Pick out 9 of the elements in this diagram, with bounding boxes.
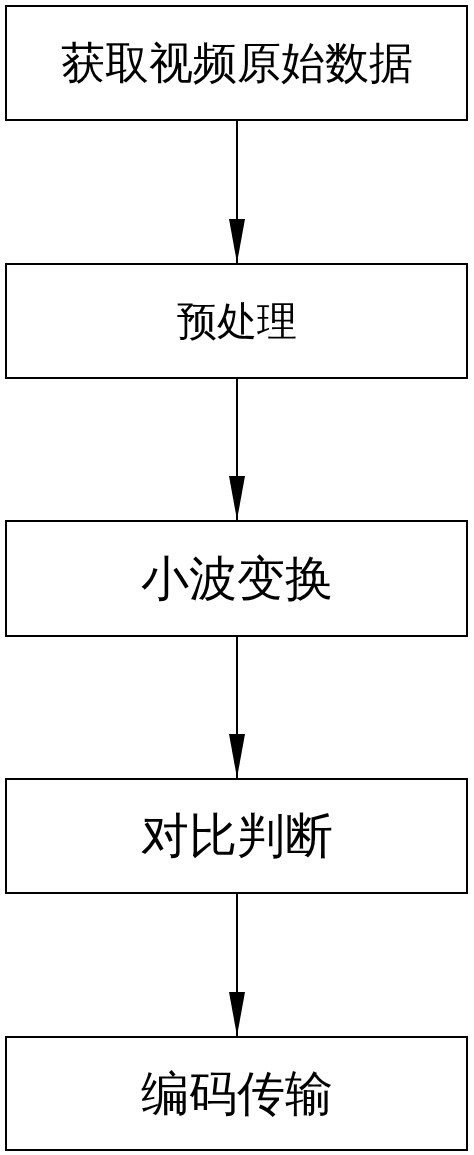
arrow: [229, 636, 245, 779]
arrow: [229, 378, 245, 521]
process-box: 对比判断: [5, 778, 468, 894]
process-box: 预处理: [5, 263, 468, 379]
arrow: [229, 893, 245, 1037]
process-box: 小波变换: [5, 520, 468, 637]
arrow: [229, 120, 245, 264]
process-box: 获取视频原始数据: [5, 5, 468, 121]
process-box: 编码传输: [5, 1036, 468, 1151]
